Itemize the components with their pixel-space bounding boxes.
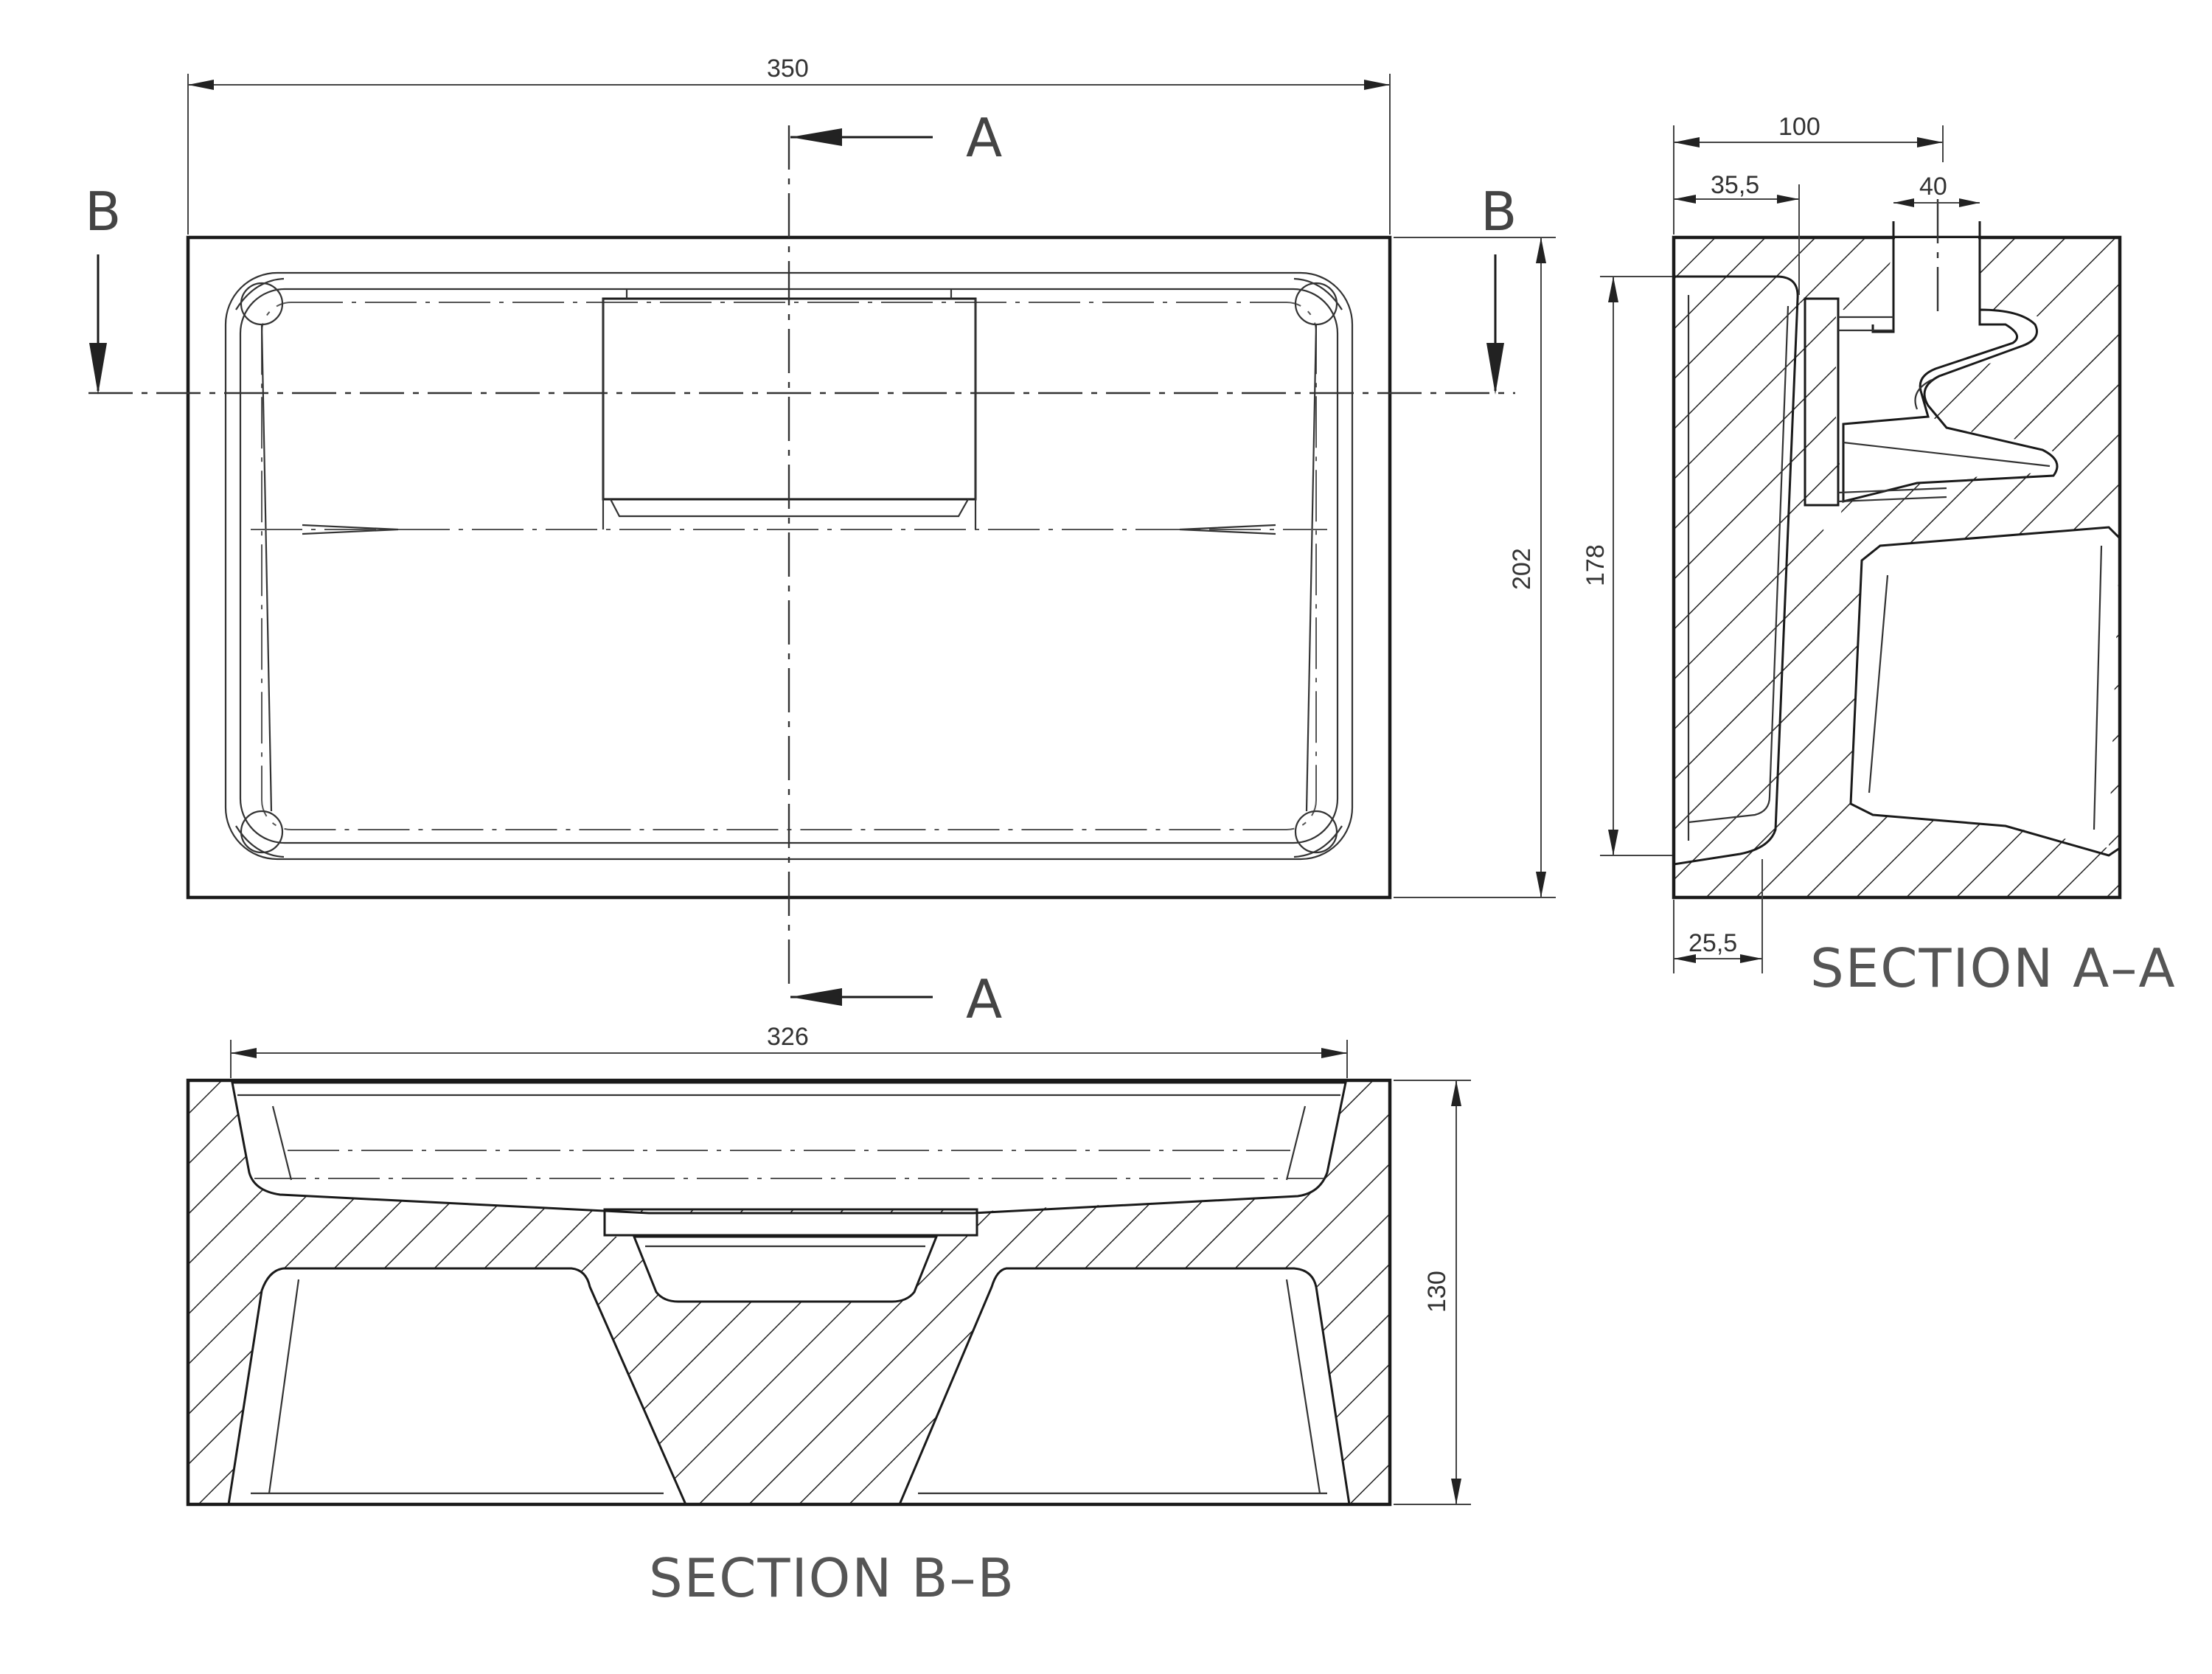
corner-arc <box>1293 825 1343 858</box>
arrow-head <box>1608 830 1618 855</box>
dim-130: 130 <box>1423 1271 1451 1313</box>
left-cavity <box>227 1267 688 1506</box>
section-b-label-right: B <box>1481 181 1517 243</box>
side-slope-line <box>260 324 273 812</box>
drain-cup <box>632 1235 939 1303</box>
arrow-head <box>1364 80 1390 90</box>
section-b-bowl <box>231 1081 1347 1215</box>
section-a-bowl <box>1672 275 1799 866</box>
dim-25-5: 25,5 <box>1688 929 1737 957</box>
arrow-head <box>790 988 842 1006</box>
arrow-head <box>231 1048 257 1058</box>
arrow-head <box>89 343 107 395</box>
arrow-head <box>1959 198 1980 207</box>
drain-insert-b <box>603 1208 978 1237</box>
arrow-head <box>1451 1080 1461 1106</box>
section-b-view: 326 130 SECTION B–B <box>186 1023 1471 1609</box>
arrow-head <box>1321 1048 1347 1058</box>
trap-curve <box>1914 379 1933 410</box>
corner-detail <box>1294 810 1338 854</box>
section-a-hatch-left <box>1674 237 1893 855</box>
side-slope-line <box>1305 324 1318 812</box>
shelf-taper <box>1179 524 1276 535</box>
section-a-view: 100 35,5 40 178 25,5 SECTION A–A <box>1582 113 2177 999</box>
section-a-hatch-right <box>1674 237 2120 897</box>
arrow-head <box>1740 954 1762 963</box>
corner-detail <box>240 810 284 854</box>
shelf-taper <box>302 524 399 535</box>
cavity-line <box>2093 545 2103 830</box>
cavity-line <box>1285 1279 1321 1494</box>
drain-opening <box>1895 238 1978 330</box>
corner-arc <box>235 277 285 310</box>
cavity-line <box>1868 574 1889 793</box>
bowl-inner-curve <box>1688 305 1790 824</box>
corner-arc <box>1293 277 1343 310</box>
arrow-head <box>188 80 214 90</box>
arrow-head <box>1917 137 1943 147</box>
section-b-hatch <box>188 1080 1390 1504</box>
arrow-head <box>1674 954 1696 963</box>
dim-350: 350 <box>767 55 809 83</box>
dim-40: 40 <box>1919 173 1947 201</box>
bowl-slope <box>1285 1105 1307 1181</box>
corner-detail <box>240 282 284 326</box>
dim-178: 178 <box>1582 544 1610 586</box>
insert-base <box>1837 487 1947 494</box>
arrow-head <box>1608 277 1618 302</box>
insert-base <box>1837 496 1947 503</box>
arrow-head <box>1674 137 1700 147</box>
dim-100: 100 <box>1778 113 1820 141</box>
dim-326: 326 <box>767 1023 809 1051</box>
top-view: A A B B 350 202 <box>85 55 1556 1030</box>
arrow-head <box>1536 872 1546 897</box>
arrow-head <box>1777 195 1799 204</box>
cavity-line <box>268 1279 300 1494</box>
dim-202: 202 <box>1508 548 1536 590</box>
dim-35-5: 35,5 <box>1711 171 1759 199</box>
section-b-outline <box>186 1078 1392 1507</box>
section-a-label-top: A <box>966 107 1002 169</box>
arrow-head <box>790 128 842 146</box>
corner-detail <box>1294 282 1338 326</box>
section-a-caption: SECTION A–A <box>1810 937 2177 999</box>
right-cavity <box>897 1267 1351 1506</box>
arrow-head <box>1451 1479 1461 1504</box>
arrow-head <box>1674 195 1696 204</box>
drain-lip <box>610 499 969 518</box>
corner-arc <box>235 825 285 858</box>
trap-pipe <box>1842 308 2059 503</box>
section-b-label-left: B <box>85 181 121 243</box>
bowl-slope <box>271 1105 293 1181</box>
section-a-label-bottom: A <box>966 968 1002 1030</box>
trap-line <box>1843 441 2051 468</box>
arrow-head <box>1536 237 1546 263</box>
arrow-head <box>1486 343 1504 395</box>
section-b-caption: SECTION B–B <box>649 1547 1015 1609</box>
section-a-cavity <box>1849 526 2121 857</box>
arrow-head <box>1893 198 1914 207</box>
